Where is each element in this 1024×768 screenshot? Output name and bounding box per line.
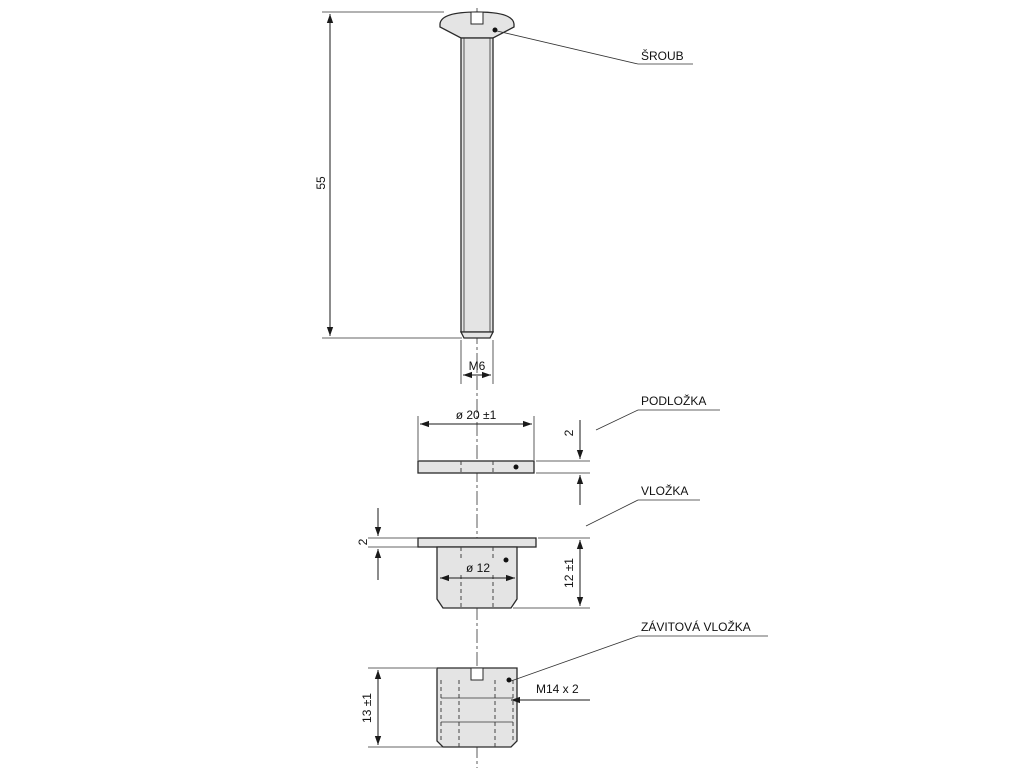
insert-height-text: 12 ±1: [562, 558, 576, 588]
label-threaded-insert: ZÁVITOVÁ VLOŽKA: [641, 619, 751, 634]
screw-slot: [470, 11, 484, 25]
threaded-insert: [436, 667, 518, 748]
insert-diameter-text: ø 12: [466, 561, 490, 575]
insert-flange-text: 2: [356, 538, 370, 545]
screw-leader-dot: [492, 27, 498, 33]
washer-diameter-text: ø 20 ±1: [456, 408, 497, 422]
washer: [417, 460, 535, 474]
screw-length-text: 55: [314, 176, 328, 190]
washer-thickness-text: 2: [562, 429, 576, 436]
screw-tip: [459, 331, 495, 339]
threaded-insert-height-text: 13 ±1: [360, 693, 374, 723]
label-washer: PODLOŽKA: [641, 393, 706, 408]
threaded-insert-thread-text: M14 x 2: [536, 682, 579, 696]
screw: [439, 11, 515, 339]
insert-flange: [417, 537, 537, 548]
label-screw: ŠROUB: [641, 48, 684, 63]
threaded-insert-slot: [470, 667, 484, 681]
threaded-insert-body: [436, 667, 518, 748]
screw-shank: [460, 37, 494, 333]
label-insert: VLOŽKA: [641, 483, 688, 498]
screw-thread-text: M6: [469, 359, 486, 373]
washer-body: [417, 460, 535, 474]
